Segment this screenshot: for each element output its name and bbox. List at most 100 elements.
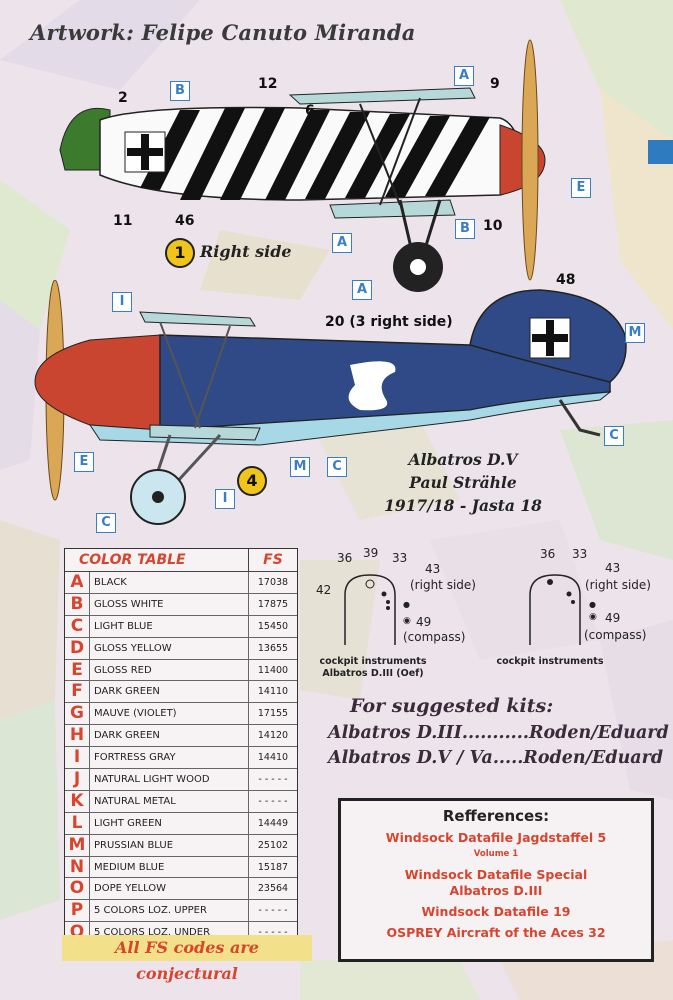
aircraft-profile-top <box>59 39 546 292</box>
callout-10: 10 <box>483 218 503 234</box>
fs-code: - - - - - <box>248 790 297 812</box>
right-side-note: (right side) <box>410 578 476 592</box>
reference-item: Windsock Datafile Jagdstaffel 5 Volume 1 <box>341 830 651 862</box>
unit-date: 1917/18 - Jasta 18 <box>384 496 542 515</box>
fs-code: 14449 <box>248 812 297 834</box>
instrument-49: 49 <box>605 611 621 625</box>
fs-code: - - - - - <box>248 769 297 790</box>
color-tag-m: M <box>290 457 310 477</box>
color-tag-c: C <box>327 457 347 477</box>
fs-code: 13655 <box>248 637 297 659</box>
cockpit-label-line: cockpit instruments <box>319 656 427 667</box>
fs-code: 17155 <box>248 703 297 725</box>
cockpit-label-line: Albatros D.III (Oef) <box>322 668 424 679</box>
fs-code: 11400 <box>248 659 297 681</box>
instrument-33: 33 <box>572 547 588 561</box>
fs-header: FS <box>248 549 297 571</box>
instrument-36: 36 <box>337 551 353 565</box>
compass-note: (compass) <box>584 628 647 642</box>
aircraft-info: Albatros D.V Paul Strähle 1917/18 - Jast… <box>378 448 548 517</box>
color-name: NATURAL METAL <box>94 795 176 807</box>
color-name: MEDIUM BLUE <box>94 861 165 873</box>
cockpit-label-right: cockpit instruments <box>496 656 604 667</box>
color-name: 5 COLORS LOZ. UPPER <box>94 905 207 917</box>
instrument-39: 39 <box>363 546 379 560</box>
color-letter: A <box>65 572 90 593</box>
kit-line: Albatros D.III...........Roden/Eduard <box>328 723 669 743</box>
color-letter: O <box>65 878 90 900</box>
color-letter: K <box>65 790 90 812</box>
fs-code: 17038 <box>248 572 297 593</box>
color-row: D GLOSS YELLOW 13655 <box>65 637 297 660</box>
reference-subtext: Volume 1 <box>473 849 519 859</box>
color-letter: N <box>65 856 90 878</box>
cockpit-diagram-right <box>529 574 581 645</box>
dot-icon: ● <box>403 600 410 609</box>
right-side-note: (right side) <box>585 578 651 592</box>
fs-code: 25102 <box>248 834 297 856</box>
reference-item: OSPREY Aircraft of the Aces 32 <box>386 925 606 940</box>
reference-subtext: Albatros D.III <box>449 883 543 898</box>
color-table-header: COLOR TABLE FS <box>65 549 297 572</box>
color-tag-c: C <box>96 513 116 533</box>
color-name: 5 COLORS LOZ. UNDER <box>94 927 211 939</box>
color-name: DOPE YELLOW <box>94 883 167 895</box>
color-letter: J <box>65 769 90 790</box>
compass-icon: ◉ <box>589 612 597 622</box>
color-letter: L <box>65 812 90 834</box>
callout-2: 2 <box>118 90 128 106</box>
callout-48: 48 <box>556 272 576 288</box>
color-letter: I <box>65 747 90 769</box>
references-title: Refferences: <box>442 807 550 825</box>
iron-cross <box>124 131 166 173</box>
fs-code: 14110 <box>248 681 297 703</box>
instrument-43: 43 <box>425 562 441 576</box>
color-name: PRUSSIAN BLUE <box>94 839 174 851</box>
cockpit-diagram-left <box>344 574 396 645</box>
compass-note: (compass) <box>403 630 466 644</box>
kit-line: Albatros D.V / Va.....Roden/Eduard <box>328 748 664 768</box>
fs-code: 17875 <box>248 593 297 615</box>
color-tag-b: B <box>455 219 475 239</box>
callout-20: 20 (3 right side) <box>325 314 453 330</box>
iron-cross <box>529 317 571 359</box>
dot-icon: ● <box>589 600 596 609</box>
color-tag-c: C <box>604 426 624 446</box>
reference-item: Windsock Datafile Special Albatros D.III <box>341 867 651 899</box>
callout-9: 9 <box>490 76 500 92</box>
aircraft-name: Albatros D.V <box>408 450 518 469</box>
color-tag-a: A <box>454 66 474 86</box>
color-name: DARK GREEN <box>94 730 160 742</box>
color-row: N MEDIUM BLUE 15187 <box>65 856 297 879</box>
color-tag-a: A <box>352 280 372 300</box>
color-name: MAUVE (VIOLET) <box>94 708 177 720</box>
callout-46: 46 <box>175 213 195 229</box>
cockpit-label-left: cockpit instruments Albatros D.III (Oef) <box>308 656 438 680</box>
color-letter: B <box>65 593 90 615</box>
color-tag-e: E <box>571 178 591 198</box>
reference-text: Windsock Datafile Special <box>404 867 588 882</box>
color-name: DARK GREEN <box>94 686 160 698</box>
color-name: GLOSS YELLOW <box>94 642 172 654</box>
instrument-43: 43 <box>605 561 621 575</box>
color-tag-m: M <box>625 323 645 343</box>
color-letter: D <box>65 637 90 659</box>
instrument-36: 36 <box>540 547 556 561</box>
reference-text: Windsock Datafile Jagdstaffel 5 <box>385 830 607 845</box>
fs-code: 15187 <box>248 856 297 878</box>
compass-icon: ◉ <box>403 616 411 626</box>
color-tag-i: I <box>215 489 235 509</box>
aircraft-profile-bottom <box>34 280 627 525</box>
color-letter: P <box>65 900 90 922</box>
color-name: GLOSS RED <box>94 664 152 676</box>
